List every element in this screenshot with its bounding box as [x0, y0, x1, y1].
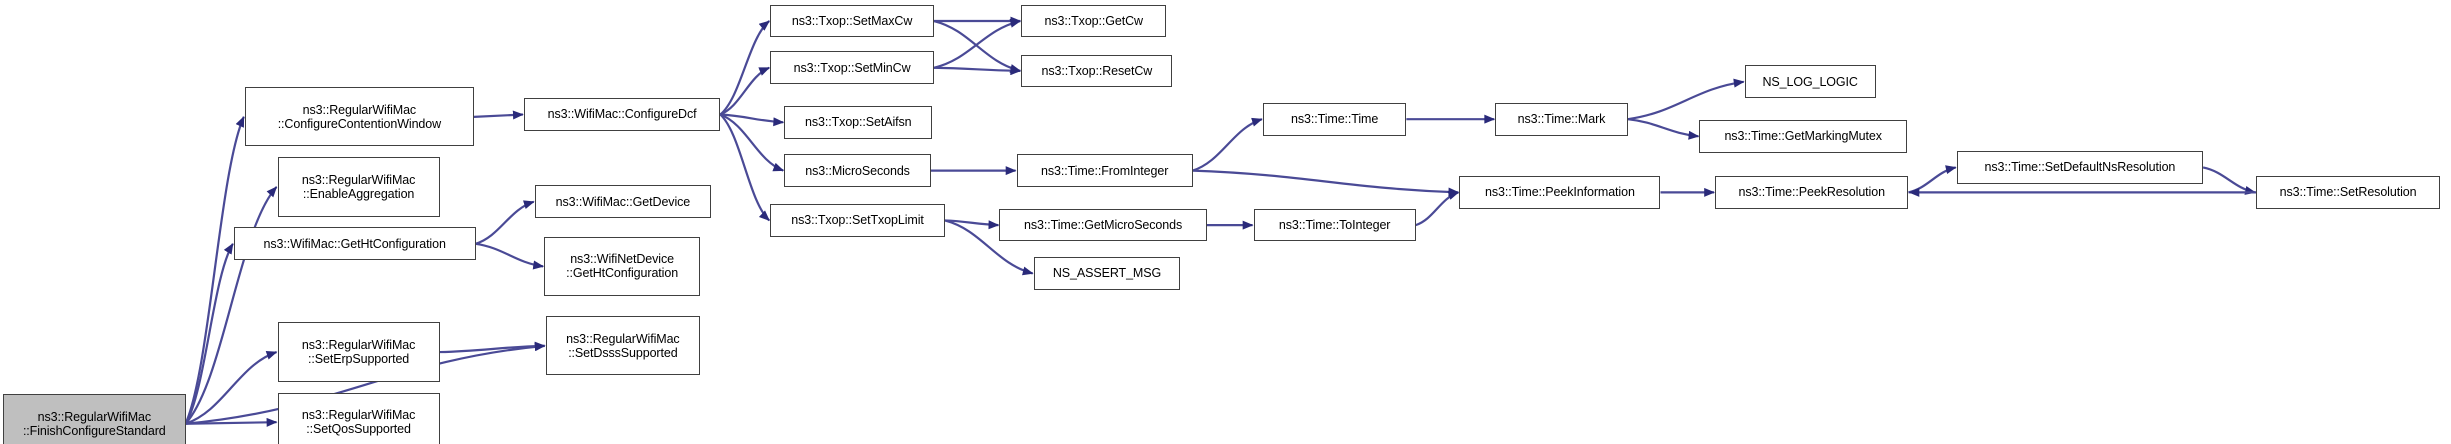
- graph-node-tointeger[interactable]: ns3::Time::ToInteger: [1253, 208, 1416, 242]
- graph-node-label: ns3::WifiMac::GetHtConfiguration: [263, 236, 446, 251]
- graph-node-label-2: ::SetErpSupported: [308, 352, 410, 367]
- graph-edge-frominteger-to-peekinfo: [1192, 169, 1460, 197]
- graph-edge-getht-to-wndgetht: [475, 242, 545, 270]
- graph-node-microseconds[interactable]: ns3::MicroSeconds: [784, 154, 931, 187]
- graph-edge-finish-to-getht: [184, 243, 234, 425]
- graph-node-label: ns3::Time::GetMarkingMutex: [1724, 129, 1882, 144]
- graph-node-label: ns3::WifiMac::ConfigureDcf: [547, 107, 697, 122]
- graph-node-getdev[interactable]: ns3::WifiMac::GetDevice: [534, 185, 711, 219]
- graph-node-peekinfo[interactable]: ns3::Time::PeekInformation: [1459, 176, 1661, 209]
- graph-node-label: ns3::Time::SetResolution: [2279, 185, 2417, 200]
- graph-node-label: ns3::MicroSeconds: [805, 163, 910, 178]
- graph-node-enagg[interactable]: ns3::RegularWifiMac::EnableAggregation: [277, 157, 440, 217]
- graph-node-setres[interactable]: ns3::Time::SetResolution: [2256, 176, 2441, 209]
- graph-edge-setmincw-to-resetcw: [933, 66, 1022, 76]
- graph-edge-peekres-to-setdefaultns: [1908, 165, 1957, 194]
- graph-node-label: ns3::RegularWifiMac: [301, 172, 416, 187]
- graph-edge-cfgdcf-to-setmaxcw: [719, 20, 770, 116]
- graph-node-label: ns3::Time::PeekInformation: [1485, 185, 1635, 200]
- graph-node-cfgdcf[interactable]: ns3::WifiMac::ConfigureDcf: [523, 98, 721, 131]
- graph-node-label: ns3::Time::FromInteger: [1041, 163, 1169, 178]
- graph-node-label: NS_ASSERT_MSG: [1052, 266, 1162, 281]
- graph-node-label: ns3::Txop::SetMinCw: [793, 60, 911, 75]
- graph-edge-setdefaultns-to-setres: [2202, 166, 2256, 195]
- graph-node-getmicro[interactable]: ns3::Time::GetMicroSeconds: [999, 208, 1207, 242]
- graph-node-label: ns3::Txop::SetMaxCw: [791, 14, 913, 29]
- graph-edge-ccw-to-cfgdcf: [473, 110, 524, 120]
- graph-node-label: ns3::RegularWifiMac: [302, 102, 417, 117]
- graph-node-setdsss[interactable]: ns3::RegularWifiMac::SetDsssSupported: [545, 316, 701, 376]
- graph-edge-finish-to-setqos: [185, 417, 278, 427]
- graph-node-label: ns3::Time::ToInteger: [1278, 218, 1391, 233]
- graph-node-label-2: ::GetHtConfiguration: [566, 266, 679, 281]
- graph-node-label: ns3::Time::Time: [1291, 112, 1379, 127]
- graph-node-label: ns3::WifiNetDevice: [570, 252, 674, 267]
- graph-node-seterp[interactable]: ns3::RegularWifiMac::SetErpSupported: [277, 322, 440, 382]
- graph-edge-mark-to-getmarkmutex: [1627, 118, 1700, 140]
- graph-node-wndgetht[interactable]: ns3::WifiNetDevice::GetHtConfiguration: [544, 236, 701, 296]
- graph-node-label: ns3::Time::SetDefaultNsResolution: [1984, 160, 2176, 175]
- graph-node-label: ns3::Txop::GetCw: [1044, 14, 1144, 29]
- graph-node-label: ns3::Txop::SetTxopLimit: [791, 213, 924, 228]
- graph-edge-settxoplimit-to-getmicro: [944, 219, 1000, 230]
- graph-node-getht[interactable]: ns3::WifiMac::GetHtConfiguration: [233, 227, 476, 261]
- graph-node-nsloglogic[interactable]: NS_LOG_LOGIC: [1744, 65, 1876, 99]
- graph-node-label: ns3::RegularWifiMac: [301, 338, 416, 353]
- graph-edge-mark-to-nsloglogic: [1627, 78, 1745, 121]
- graph-node-setaifsn[interactable]: ns3::Txop::SetAifsn: [784, 105, 933, 139]
- graph-node-timetime[interactable]: ns3::Time::Time: [1262, 102, 1407, 136]
- graph-node-mark[interactable]: ns3::Time::Mark: [1495, 102, 1628, 136]
- graph-node-label-2: ::SetQosSupported: [306, 422, 411, 437]
- graph-node-label-2: ::SetDsssSupported: [568, 345, 678, 360]
- graph-node-resetcw[interactable]: ns3::Txop::ResetCw: [1021, 54, 1173, 88]
- graph-node-getcw[interactable]: ns3::Txop::GetCw: [1021, 4, 1167, 38]
- graph-node-finish[interactable]: ns3::RegularWifiMac::FinishConfigureStan…: [3, 394, 186, 444]
- graph-node-label: ns3::WifiMac::GetDevice: [555, 194, 691, 209]
- graph-node-nsassert[interactable]: NS_ASSERT_MSG: [1033, 257, 1181, 290]
- graph-node-label-2: ::FinishConfigureStandard: [22, 423, 166, 438]
- graph-edge-frominteger-to-timetime: [1192, 117, 1263, 172]
- graph-edge-getht-to-getdev: [475, 200, 535, 245]
- graph-node-label: ns3::Time::PeekResolution: [1738, 185, 1886, 200]
- graph-edge-tointeger-to-peekinfo: [1415, 191, 1460, 227]
- graph-node-label: ns3::RegularWifiMac: [37, 409, 152, 424]
- graph-node-peekres[interactable]: ns3::Time::PeekResolution: [1715, 176, 1909, 209]
- graph-node-label-2: ::EnableAggregation: [302, 186, 415, 201]
- graph-edge-finish-to-enagg: [184, 186, 278, 425]
- graph-node-label-2: ::ConfigureContentionWindow: [277, 116, 442, 131]
- graph-node-label: ns3::RegularWifiMac: [301, 408, 416, 423]
- graph-edge-cfgdcf-to-settxoplimit: [719, 113, 771, 222]
- graph-node-setmaxcw[interactable]: ns3::Txop::SetMaxCw: [770, 4, 934, 38]
- graph-node-setqos[interactable]: ns3::RegularWifiMac::SetQosSupported: [277, 392, 440, 444]
- graph-edge-finish-to-seterp: [185, 350, 278, 425]
- graph-edge-finish-to-ccw: [184, 116, 245, 425]
- graph-edge-setmincw-to-getcw: [933, 18, 1022, 69]
- graph-node-setmincw[interactable]: ns3::Txop::SetMinCw: [770, 51, 934, 85]
- graph-node-label: ns3::Txop::ResetCw: [1041, 63, 1153, 78]
- graph-edge-seterp-to-setdsss: [439, 341, 546, 354]
- graph-node-frominteger[interactable]: ns3::Time::FromInteger: [1016, 154, 1193, 187]
- graph-node-label: ns3::Txop::SetAifsn: [805, 115, 912, 130]
- graph-node-settxoplimit[interactable]: ns3::Txop::SetTxopLimit: [770, 204, 945, 237]
- graph-node-label: NS_LOG_LOGIC: [1762, 74, 1858, 89]
- graph-node-getmarkmutex[interactable]: ns3::Time::GetMarkingMutex: [1699, 119, 1907, 153]
- graph-node-label: ns3::Time::Mark: [1517, 112, 1606, 127]
- graph-node-label: ns3::RegularWifiMac: [566, 331, 680, 346]
- graph-edge-cfgdcf-to-microseconds: [719, 113, 785, 172]
- graph-edge-setmaxcw-to-resetcw: [933, 19, 1022, 73]
- graph-edge-cfgdcf-to-setaifsn: [720, 113, 785, 127]
- graph-edge-cfgdcf-to-setmincw: [719, 66, 771, 116]
- graph-node-label: ns3::Time::GetMicroSeconds: [1024, 218, 1183, 233]
- graph-node-setdefaultns[interactable]: ns3::Time::SetDefaultNsResolution: [1956, 151, 2204, 184]
- graph-node-ccw[interactable]: ns3::RegularWifiMac::ConfigureContention…: [244, 87, 474, 147]
